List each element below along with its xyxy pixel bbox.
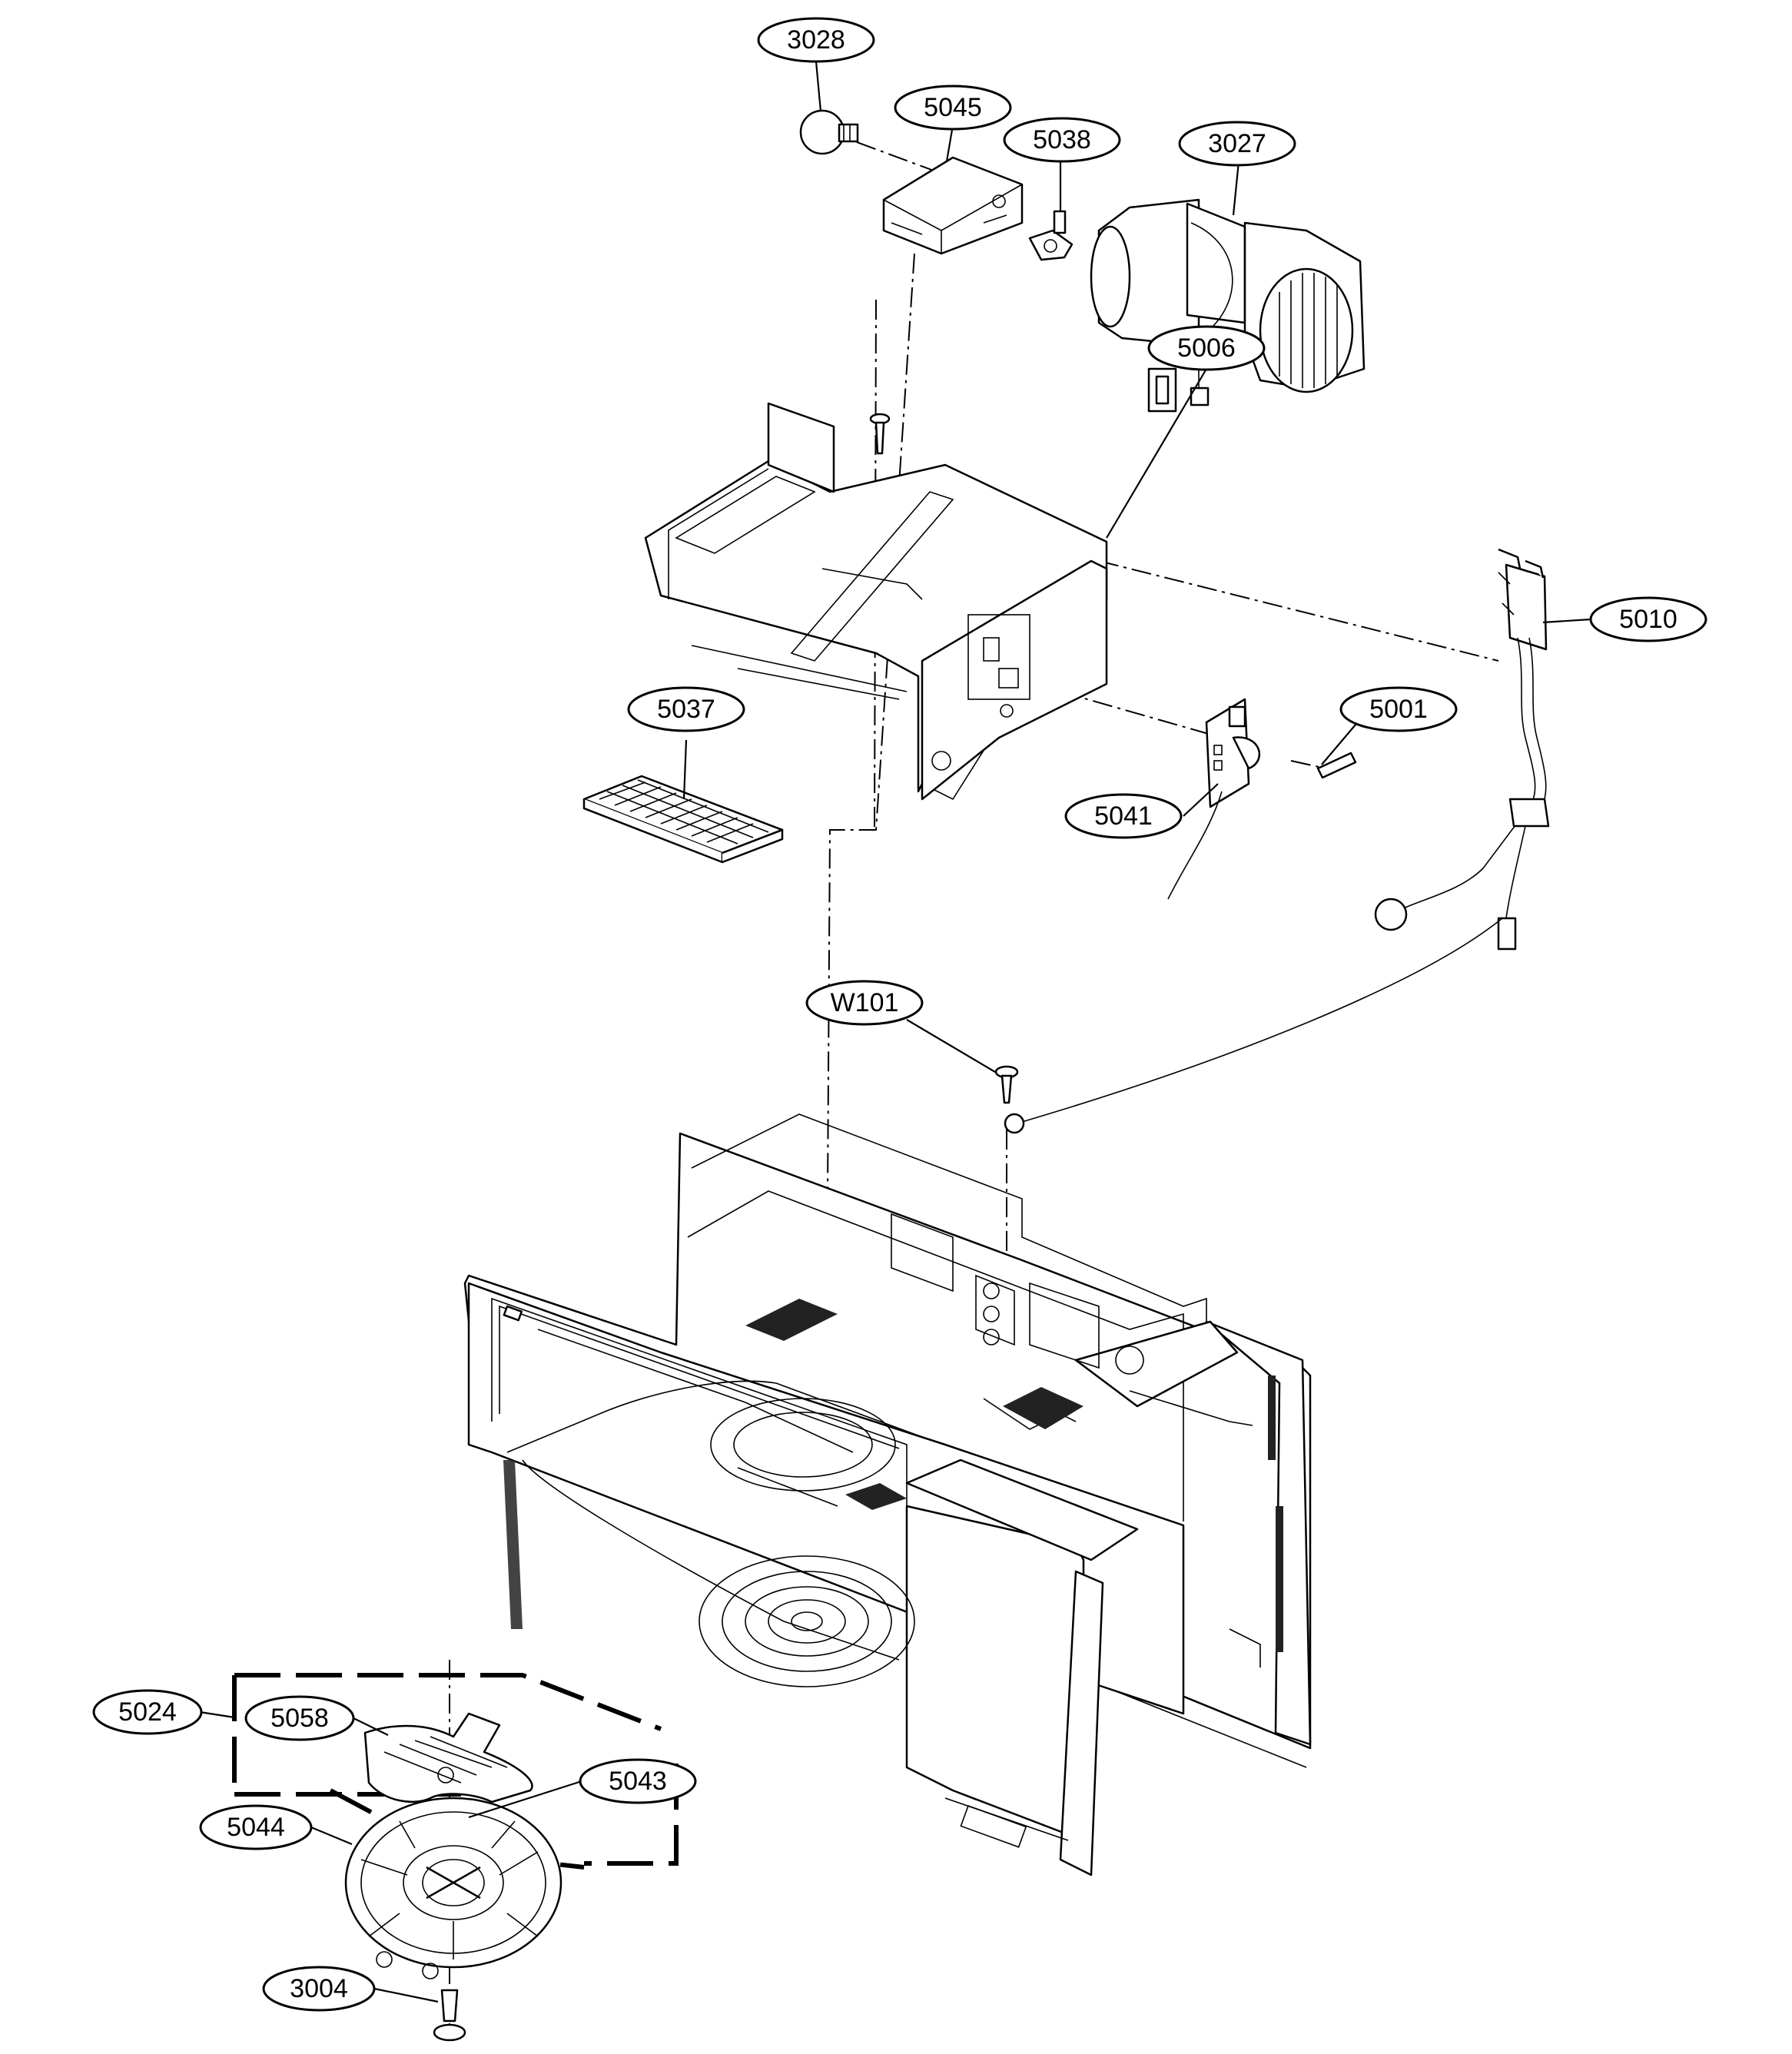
lamp-bulb-part: [799, 109, 859, 155]
power-cord-part: [1004, 548, 1550, 1134]
callout-5044: 5044: [199, 1804, 313, 1850]
switch-bracket-part: [1167, 698, 1261, 900]
callout-5041: 5041: [1064, 793, 1183, 839]
callout-5043-label: 5043: [609, 1767, 667, 1796]
callout-5001-label: 5001: [1369, 695, 1428, 724]
callout-5045: 5045: [894, 85, 1012, 131]
callout-5010: 5010: [1589, 596, 1707, 642]
callout-5037: 5037: [627, 686, 745, 732]
callout-5044-label: 5044: [227, 1813, 285, 1842]
callout-5058: 5058: [244, 1695, 355, 1741]
leader-lines: [199, 61, 1591, 2003]
callout-5043: 5043: [579, 1758, 697, 1804]
ground-screw-part: [994, 1065, 1019, 1104]
lamp-cover-part: [882, 156, 1024, 255]
callout-3004: 3004: [262, 1966, 376, 2012]
callout-3028-label: 3028: [787, 25, 845, 55]
callout-5041-label: 5041: [1094, 801, 1153, 831]
stirrer-blade-part: [363, 1712, 533, 1803]
callout-3027: 3027: [1178, 121, 1296, 167]
grease-filter-part: [582, 775, 784, 864]
vent-hatching: [503, 1299, 1283, 1652]
callout-3004-label: 3004: [290, 1974, 348, 2003]
callout-5038: 5038: [1003, 117, 1121, 163]
callout-5024-label: 5024: [118, 1697, 177, 1727]
callout-5058-label: 5058: [270, 1704, 329, 1733]
thermostat-part: [1028, 210, 1074, 261]
callout-5006-label: 5006: [1177, 333, 1236, 363]
callout-3027-label: 3027: [1208, 129, 1266, 158]
stirrer-cover-part: [344, 1797, 562, 1979]
fan-motor-assembly-part: [1090, 198, 1366, 413]
callout-W101: W101: [805, 980, 924, 1026]
callout-5038-label: 5038: [1033, 125, 1091, 154]
callout-5024: 5024: [92, 1689, 203, 1735]
callout-5010-label: 5010: [1619, 605, 1678, 634]
oven-cavity-part: [463, 1113, 1312, 1876]
callout-5001: 5001: [1339, 686, 1458, 732]
control-bracket-frame-part: [644, 402, 1108, 801]
callout-5045-label: 5045: [924, 93, 982, 122]
callout-3028: 3028: [757, 17, 875, 63]
callout-W101-label: W101: [831, 988, 899, 1017]
callout-5006: 5006: [1147, 325, 1266, 371]
fuse-part: [1316, 752, 1357, 779]
callout-5037-label: 5037: [657, 695, 715, 724]
screw-part: [869, 413, 891, 455]
foot-screw-part: [433, 1989, 466, 2042]
